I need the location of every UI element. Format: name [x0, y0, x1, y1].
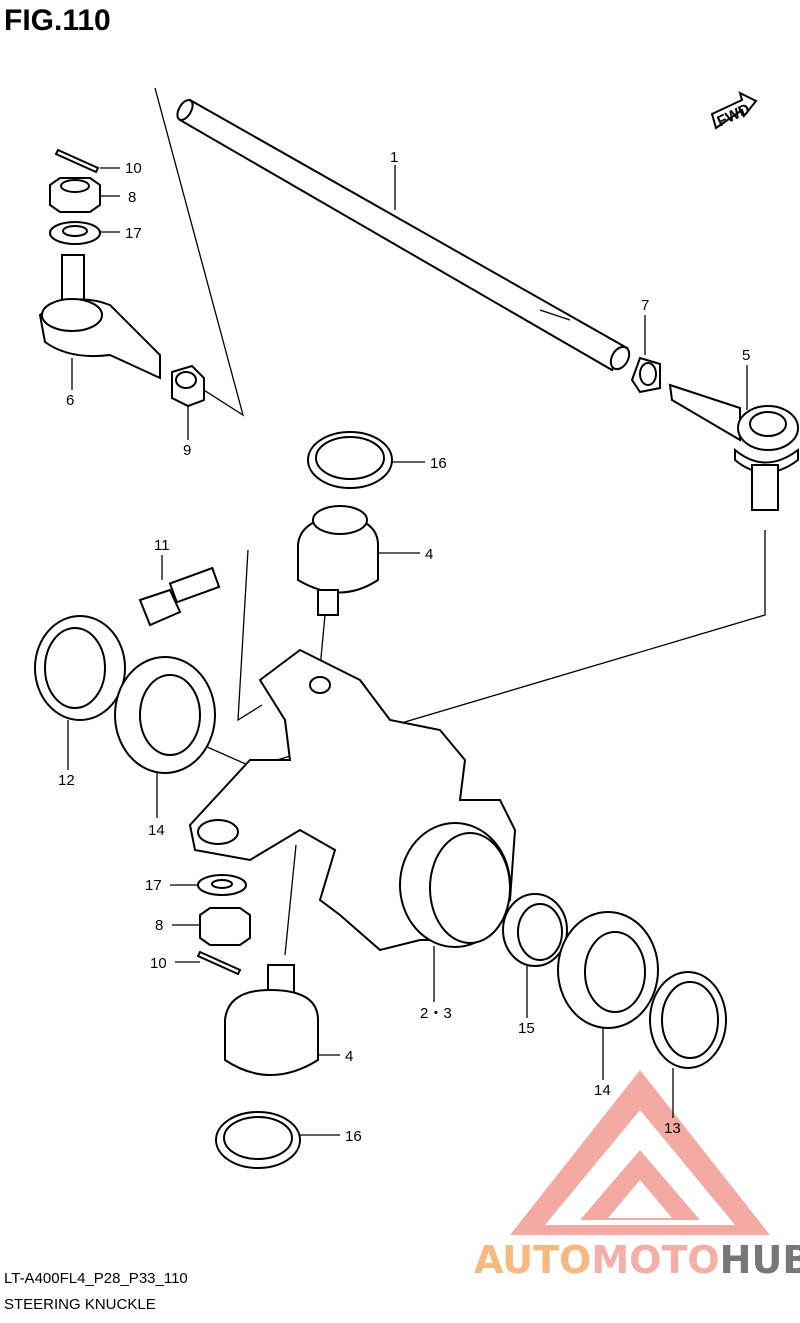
watermark-logo — [510, 1070, 770, 1235]
lock-nut-part — [630, 356, 661, 394]
nut-part — [171, 364, 205, 408]
callout-6: 6 — [66, 392, 74, 409]
tie-rod-end-right-part — [668, 383, 799, 511]
fwd-arrow-icon: FWD — [710, 91, 758, 130]
tie-rod-end-left-part — [38, 254, 161, 380]
washer-bottom-part — [197, 874, 247, 896]
watermark-hub: HUB — [719, 1238, 800, 1282]
tie-rod-part — [176, 98, 631, 372]
watermark-auto: AUTO — [474, 1238, 592, 1282]
callout-2-3: 2・3 — [420, 1005, 452, 1022]
figure-name: STEERING KNUCKLE — [4, 1296, 156, 1313]
bearing-left-part — [114, 656, 216, 774]
callout-5: 5 — [742, 347, 750, 364]
callout-8-bottom: 8 — [155, 917, 163, 934]
ball-joint-bottom-part — [224, 964, 319, 1076]
callout-14-right: 14 — [594, 1082, 611, 1099]
washer-top-part — [49, 221, 101, 245]
callout-15: 15 — [518, 1020, 535, 1037]
watermark-moto: MOTO — [591, 1238, 720, 1282]
bearing-right-part — [557, 911, 659, 1029]
callout-10-top: 10 — [125, 160, 142, 177]
ball-joint-top-part — [297, 505, 379, 616]
callout-12: 12 — [58, 772, 75, 789]
callout-17-top: 17 — [125, 225, 142, 242]
callout-7: 7 — [641, 297, 649, 314]
callout-8-top: 8 — [128, 189, 136, 206]
steering-knuckle-part — [188, 648, 517, 952]
model-code: LT-A400FL4_P28_P33_110 — [4, 1270, 188, 1287]
callout-11: 11 — [154, 537, 170, 554]
spacer-part — [502, 893, 568, 967]
callout-16-top: 16 — [430, 455, 447, 472]
callout-13: 13 — [664, 1120, 681, 1137]
leader-lines — [67, 165, 748, 1136]
callout-9: 9 — [183, 442, 191, 459]
figure-title: FIG.110 — [4, 4, 111, 37]
callout-10-bottom: 10 — [150, 955, 167, 972]
watermark-wordmark: AUTOMOTOHUB — [474, 1238, 800, 1282]
snap-ring-top-part — [307, 431, 393, 489]
castle-nut-bottom-part — [199, 907, 251, 946]
cotter-pin-bottom-part — [196, 950, 242, 976]
oil-seal-left-part — [34, 615, 126, 721]
callout-17-bottom: 17 — [145, 877, 162, 894]
oil-seal-right-part — [649, 971, 727, 1069]
bolt-part — [138, 566, 221, 627]
callout-16-bottom: 16 — [345, 1128, 362, 1145]
callout-14-left: 14 — [148, 822, 165, 839]
callout-4-top: 4 — [425, 546, 433, 563]
callout-4-bottom: 4 — [345, 1048, 353, 1065]
callout-1: 1 — [390, 149, 398, 166]
snap-ring-bottom-part — [215, 1111, 301, 1169]
castle-nut-top-part — [49, 177, 101, 213]
cotter-pin-top-part — [54, 148, 100, 174]
